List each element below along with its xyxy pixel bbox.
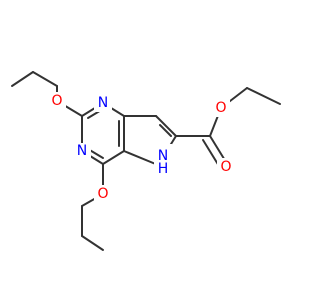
atom-o-ester: O (215, 100, 226, 116)
atom-bg-o-carbonyl (217, 158, 235, 176)
atom-nh-h: H (158, 161, 169, 177)
atom-o-carbonyl: O (220, 159, 231, 175)
bond-pyrrole-2 (155, 115, 177, 137)
atom-bg-o-bottom-left (94, 185, 112, 203)
atom-o-bottom-left: O (97, 186, 108, 202)
atom-labels: O N N O N H O O (48, 92, 235, 203)
atom-bg-n-left (73, 143, 91, 161)
atom-bg-n-top (94, 94, 112, 112)
bond-pyrrole-4 (123, 150, 159, 166)
atom-n-top: N (98, 95, 108, 111)
bond-ethyl-2 (32, 71, 58, 87)
bond-ring-4 (102, 150, 125, 165)
atom-bg-o-top-left (48, 92, 66, 110)
atom-o-top-left: O (51, 93, 62, 109)
atom-bg-nh (154, 144, 172, 174)
bond-ester-ethyl-2 (246, 87, 281, 105)
bond-ethyl-4 (81, 235, 104, 251)
atom-n-left: N (77, 143, 87, 159)
chemical-structure: O N N O N H O O (11, 71, 281, 251)
bond-carbonyl-2 (202, 139, 220, 167)
bond-pyrrole-inner (159, 124, 172, 137)
bond-carbonyl-1 (209, 135, 227, 163)
atom-nh-n: N (158, 148, 168, 164)
atom-bg-o-ester (212, 99, 230, 117)
molecule-canvas: O N N O N H O O (11, 71, 281, 251)
bond-ethyl-1 (11, 71, 34, 87)
